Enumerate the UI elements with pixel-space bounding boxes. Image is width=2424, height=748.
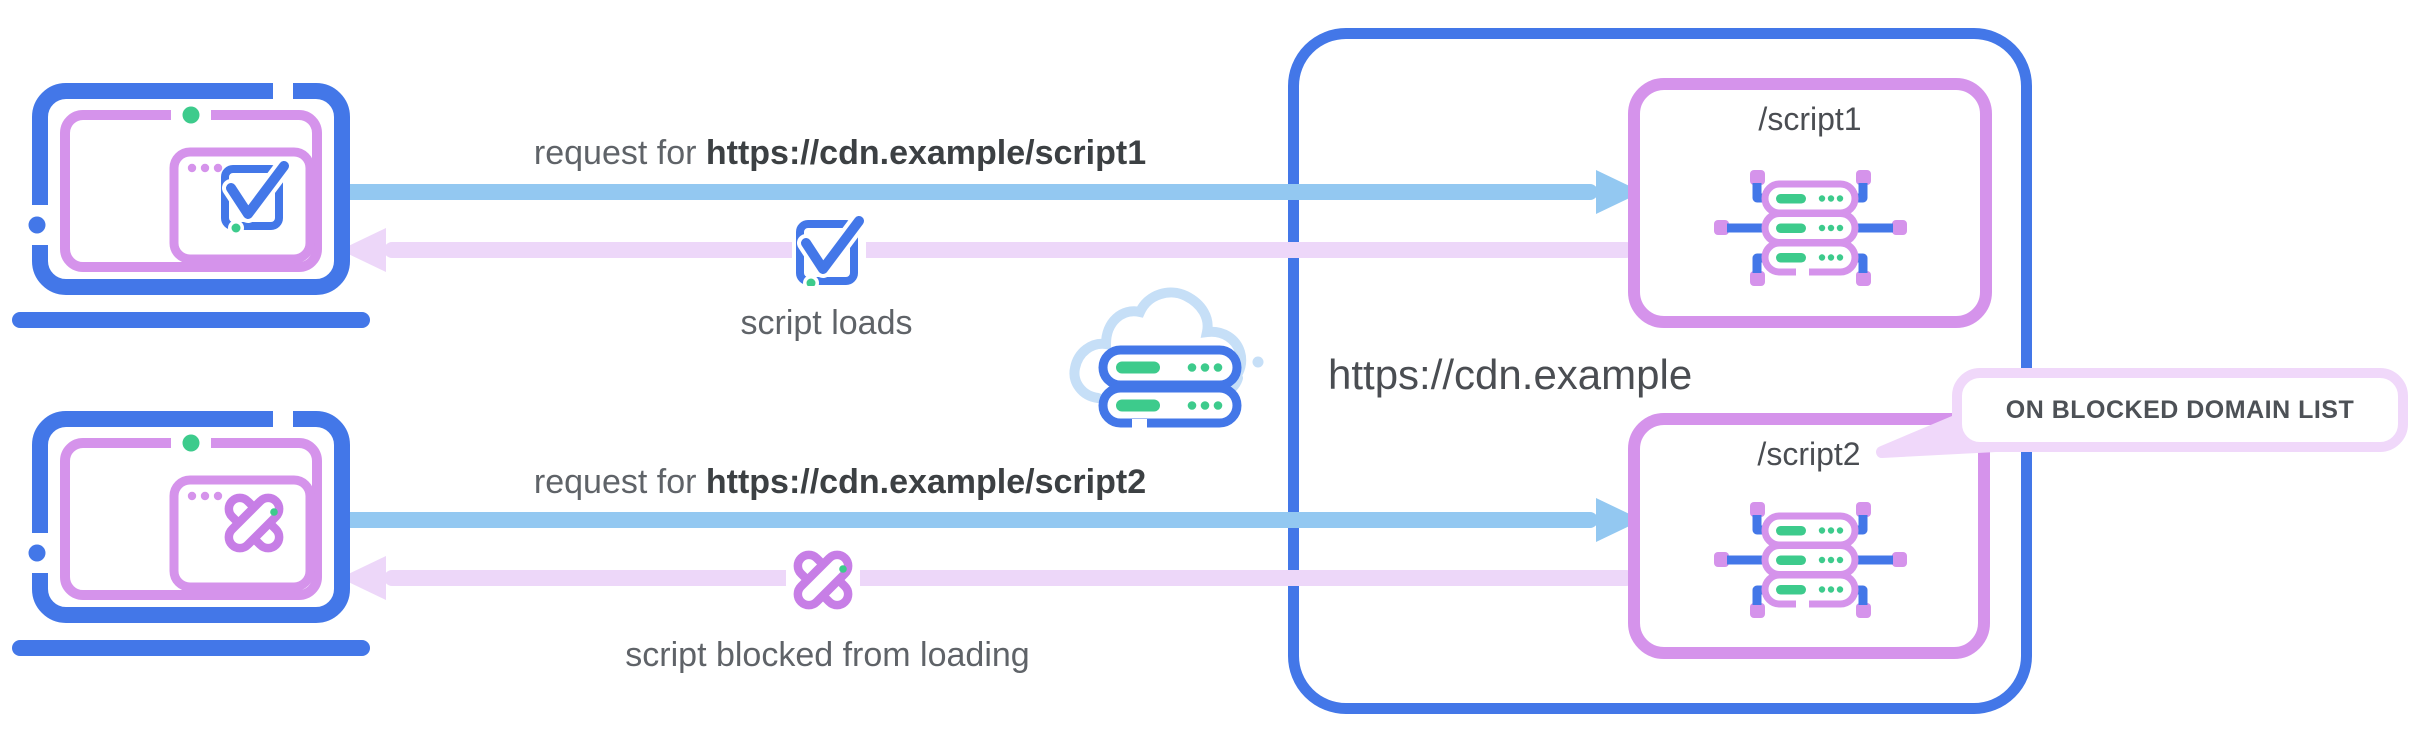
request-prefix: request for (533, 134, 706, 172)
request-url: https://cdn.example/script2 (705, 463, 1147, 501)
request-label-script1: request for https://cdn.example/script1 (340, 133, 1340, 173)
webcam-dot-icon (182, 106, 200, 124)
cross-icon (224, 493, 284, 553)
blocked-domain-callout: ON BLOCKED DOMAIN LIST (1952, 368, 2408, 452)
response-arrow-script1 (384, 242, 1634, 258)
cdn-domain-label: https://cdn.example (1328, 351, 1693, 398)
request-label-script2: request for https://cdn.example/script2 (340, 462, 1340, 502)
cross-icon (786, 542, 860, 616)
server-node-icon (1714, 170, 1907, 286)
endpoint-box-script1: /script1 (1628, 78, 1992, 328)
laptop-with-check-icon (12, 80, 370, 328)
request-arrow-script2 (342, 512, 1598, 528)
endpoint-path-label: /script1 (1758, 101, 1862, 137)
request-url: https://cdn.example/script1 (705, 134, 1147, 172)
result-label-script1: script loads (740, 304, 913, 342)
check-square-icon (792, 212, 866, 286)
request-prefix: request for (533, 463, 706, 501)
server-node-icon (1714, 502, 1907, 618)
endpoint-path-label: /script2 (1757, 436, 1861, 472)
check-square-icon (221, 157, 293, 236)
result-label-script2: script blocked from loading (625, 636, 1030, 674)
cloud-server-icon (1069, 287, 1264, 428)
response-arrow-script2 (384, 570, 1634, 586)
request-arrow-script1 (342, 184, 1598, 200)
webcam-dot-icon (182, 434, 200, 452)
laptop-with-cross-icon (12, 408, 370, 656)
